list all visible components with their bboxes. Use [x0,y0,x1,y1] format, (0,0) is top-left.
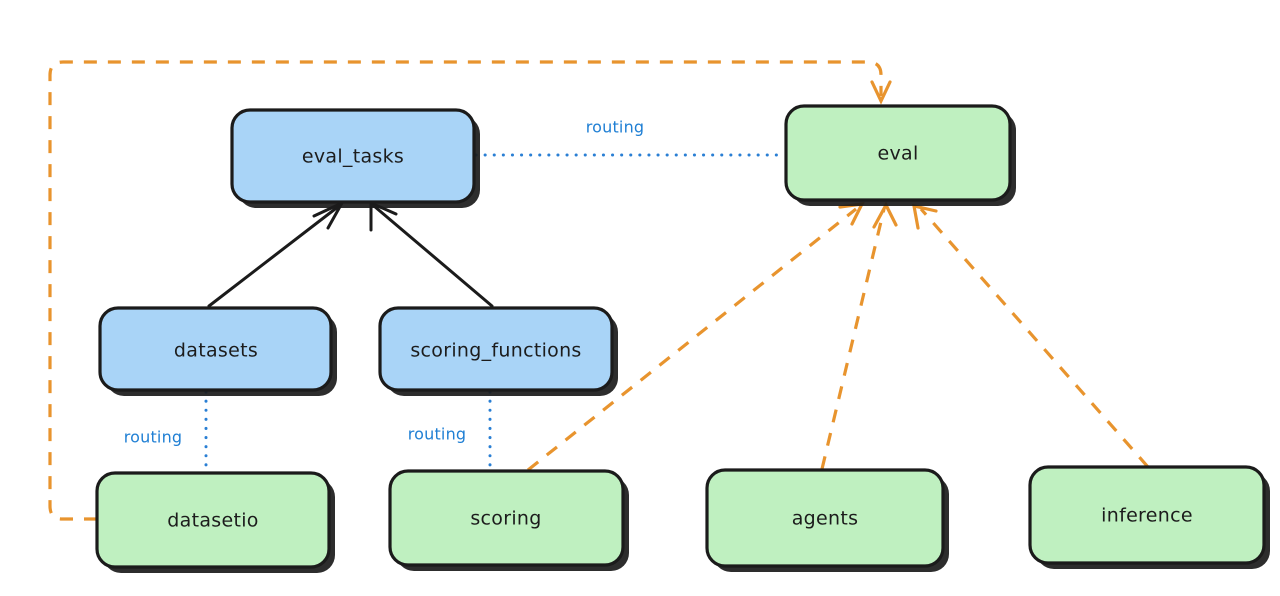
node-datasetio[interactable]: datasetio [95,471,335,573]
node-scoring[interactable]: scoring [388,469,629,571]
node-eval-label: eval [877,143,918,165]
node-inference-label: inference [1101,505,1193,527]
edge-datasets-to-eval-tasks [207,204,341,308]
node-eval-body [784,104,1012,202]
node-datasetio-body [95,471,331,569]
node-eval-tasks-body [230,108,476,204]
edge-label-routing-scoring-functions-scoring: routing [408,425,467,444]
node-scoring-functions-label: scoring_functions [410,340,581,362]
edge-layer [48,60,1150,521]
node-datasets-label: datasets [174,340,258,362]
node-datasets[interactable]: datasets [98,306,337,396]
node-scoring-body [388,469,625,567]
edge-scoring-functions-to-eval-tasks [372,204,494,308]
edge-inference-to-eval [919,207,1150,469]
node-scoring-functions[interactable]: scoring_functions [378,306,618,396]
node-eval[interactable]: eval [784,104,1016,206]
edge-label-routing-datasets-datasetio: routing [124,428,183,447]
edge-label-layer: routing routing routing [124,118,645,447]
edge-agents-to-eval-arrowhead [872,201,898,229]
node-inference-body [1028,465,1266,565]
node-agents-body [705,468,945,568]
node-inference[interactable]: inference [1028,465,1270,569]
node-agents[interactable]: agents [705,468,949,572]
node-eval-tasks-label: eval_tasks [302,146,404,168]
edge-agents-to-eval [820,208,886,470]
node-eval-tasks[interactable]: eval_tasks [230,108,480,208]
node-agents-label: agents [792,508,859,530]
node-scoring-functions-body [378,306,614,392]
node-scoring-label: scoring [470,508,541,530]
edge-datasetio-to-eval [48,60,883,521]
edge-datasetio-to-eval-arrowhead [870,80,892,105]
edge-label-routing-eval-tasks-eval: routing [586,118,645,137]
node-datasets-body [98,306,333,392]
node-layer: eval_tasks eval datasets scoring_functio… [95,104,1270,573]
node-datasetio-label: datasetio [167,510,258,532]
